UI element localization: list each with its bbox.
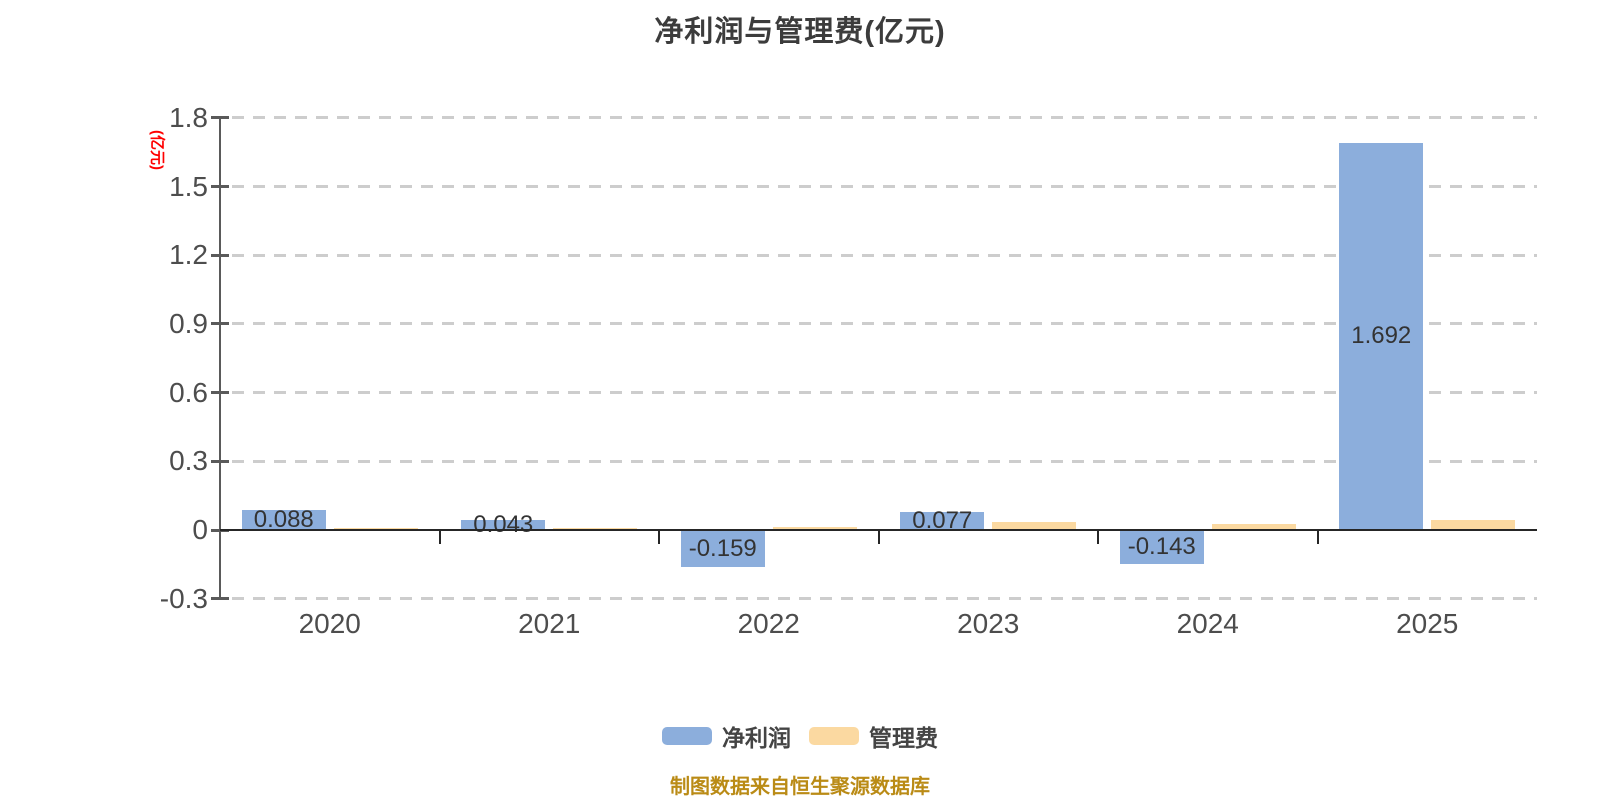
bar-net-profit-2021[interactable]: [461, 520, 546, 530]
bar-management-fee-2021[interactable]: [553, 527, 638, 530]
x-axis-label-2023: 2023: [957, 608, 1020, 639]
x-axis-label-2022: 2022: [737, 608, 800, 639]
y-axis-label-1.5: 1.5: [169, 170, 208, 202]
y-axis-tick--0.3: [211, 597, 229, 601]
bar-value-net-profit-2025: 1.692: [1351, 322, 1412, 350]
legend-label-net-profit: 净利润: [722, 725, 791, 751]
x-axis-tick-2: [658, 531, 660, 544]
bar-management-fee-2023[interactable]: [992, 522, 1077, 530]
bar-net-profit-2020[interactable]: [241, 509, 326, 530]
legend-label-management-fee: 管理费: [869, 725, 938, 751]
legend-item-management-fee[interactable]: 管理费: [809, 719, 938, 753]
data-source-note: 制图数据来自恒生聚源数据库: [670, 776, 930, 798]
x-axis-tick-5: [1316, 531, 1319, 544]
x-axis-label-2021: 2021: [518, 608, 581, 639]
management-fee-swatch-icon: [809, 727, 859, 745]
y-axis-label-0.3: 0.3: [169, 445, 208, 477]
bar-management-fee-2024[interactable]: [1211, 524, 1296, 530]
x-axis-label-2020: 2020: [298, 608, 361, 639]
bar-value-net-profit-2021: 0.043: [473, 511, 534, 539]
x-axis-label-2024: 2024: [1176, 608, 1239, 639]
bar-net-profit-2022[interactable]: [680, 531, 765, 568]
gridline-1.8: [232, 116, 1537, 120]
x-axis-tick-1: [438, 531, 441, 544]
x-axis-tick-3: [877, 531, 880, 544]
bar-net-profit-2024[interactable]: [1119, 531, 1204, 564]
legend-item-net-profit[interactable]: 净利润: [662, 719, 791, 753]
bar-value-net-profit-2020: 0.088: [253, 505, 314, 533]
bar-value-net-profit-2024: -0.143: [1127, 533, 1196, 561]
gridline-1.5: [232, 185, 1537, 189]
gridline-0.6: [232, 391, 1537, 395]
x-axis-tick-4: [1097, 531, 1099, 544]
y-axis-label-0: 0: [192, 514, 208, 545]
gridline-0.9: [232, 322, 1537, 326]
gridline--0.3: [232, 597, 1537, 601]
bar-management-fee-2022[interactable]: [772, 526, 857, 530]
legend: 净利润 管理费: [0, 719, 1600, 753]
y-axis-label-0.6: 0.6: [169, 376, 208, 408]
y-axis-label-1.8: 1.8: [169, 101, 208, 133]
bar-management-fee-2025[interactable]: [1431, 519, 1516, 530]
chart-title: 净利润与管理费(亿元): [654, 16, 946, 48]
y-axis-label-0.9: 0.9: [169, 307, 208, 339]
y-axis-label--0.3: -0.3: [159, 582, 208, 614]
gridline-1.2: [232, 253, 1537, 257]
bar-value-net-profit-2022: -0.159: [688, 535, 757, 563]
bar-net-profit-2025[interactable]: [1339, 142, 1424, 530]
gridline-0.3: [232, 459, 1537, 463]
y-axis-line: [219, 117, 221, 599]
bar-net-profit-2023[interactable]: [900, 512, 985, 530]
net-profit-swatch-icon: [662, 727, 712, 745]
bar-value-net-profit-2023: 0.077: [912, 507, 973, 535]
x-axis-label-2025: 2025: [1396, 608, 1459, 639]
x-axis-line: [220, 529, 1537, 531]
y-axis-label-1.2: 1.2: [169, 239, 208, 271]
